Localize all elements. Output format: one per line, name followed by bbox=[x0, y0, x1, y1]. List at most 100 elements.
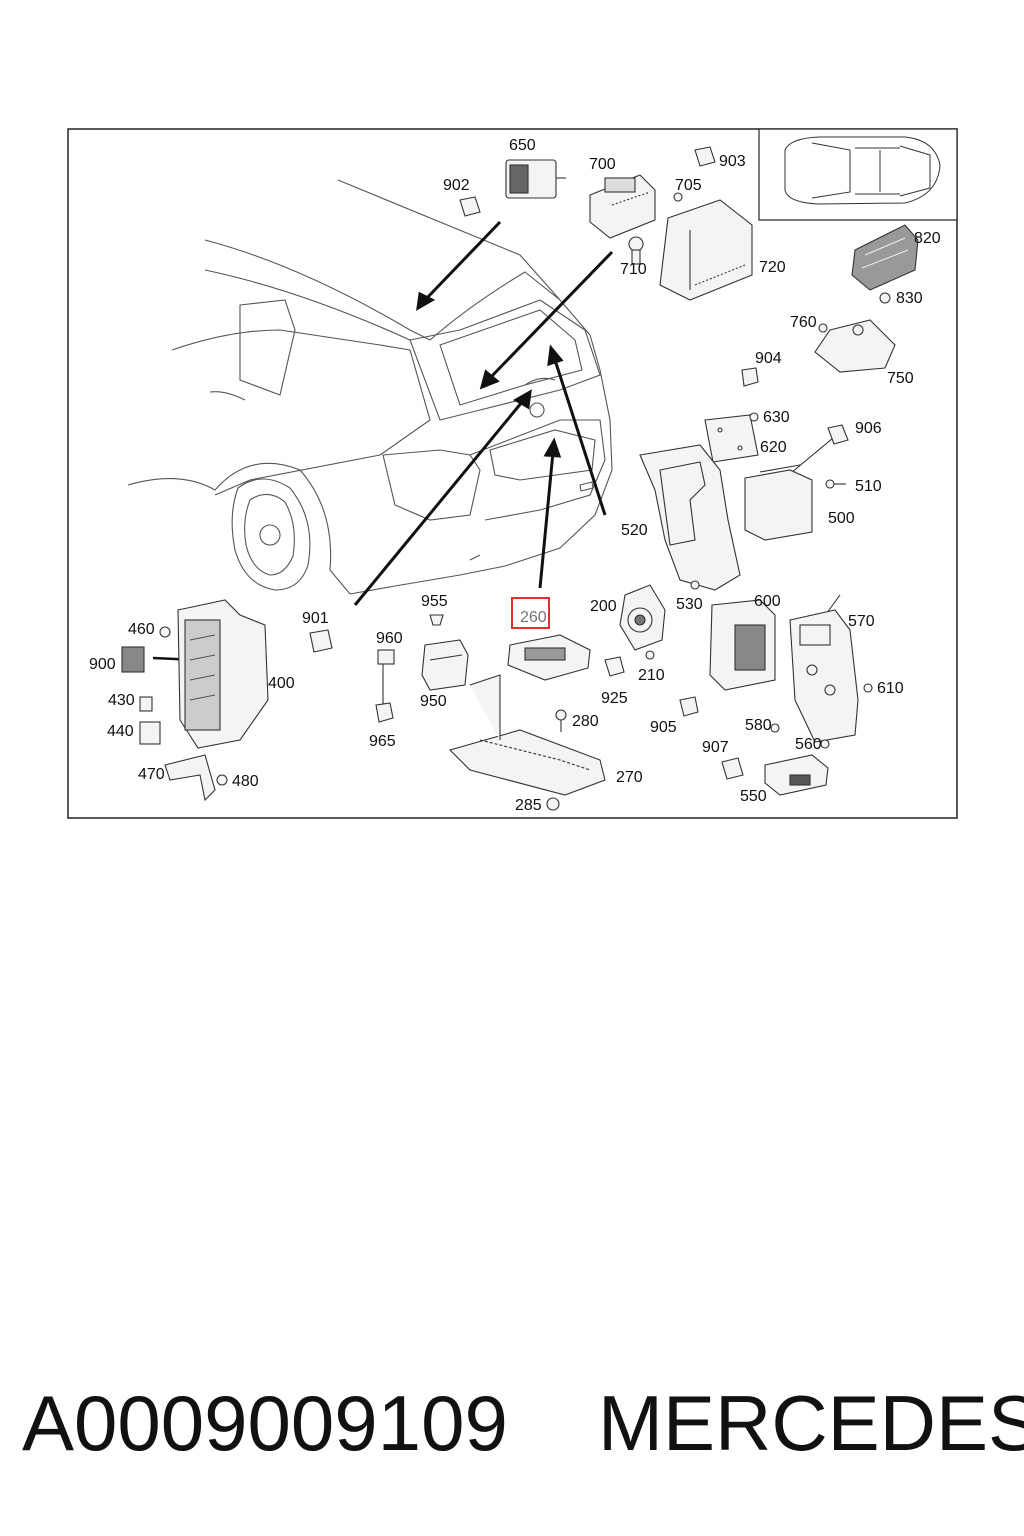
tag-907-icon bbox=[721, 757, 744, 780]
label-520: 520 bbox=[621, 522, 648, 539]
unit-260-icon bbox=[507, 634, 591, 681]
label-650: 650 bbox=[509, 137, 536, 154]
label-530: 530 bbox=[676, 596, 703, 613]
label-900: 900 bbox=[89, 656, 116, 673]
nut-760-icon bbox=[818, 323, 828, 333]
inset-frame bbox=[758, 128, 958, 221]
label-270: 270 bbox=[616, 769, 643, 786]
nut-530-icon bbox=[690, 580, 700, 590]
label-903: 903 bbox=[719, 153, 746, 170]
fuse-box-950-icon bbox=[421, 639, 469, 691]
label-470: 470 bbox=[138, 766, 165, 783]
speaker-200-icon bbox=[619, 584, 666, 651]
highlight-box-260 bbox=[511, 597, 550, 629]
unit-500-icon bbox=[744, 464, 813, 541]
label-907: 907 bbox=[702, 739, 729, 756]
label-906: 906 bbox=[855, 420, 882, 437]
tag-902-icon bbox=[459, 196, 481, 217]
connector-440-icon bbox=[139, 721, 161, 745]
pointer-arrows bbox=[152, 220, 614, 669]
board-620-icon bbox=[704, 414, 759, 463]
label-510: 510 bbox=[855, 478, 882, 495]
tag-906-icon bbox=[827, 424, 849, 445]
part-labels: 650 700 903 902 705 710 720 820 830 760 … bbox=[89, 137, 941, 814]
label-210: 210 bbox=[638, 667, 665, 684]
label-610: 610 bbox=[877, 680, 904, 697]
nut-480-icon bbox=[216, 774, 228, 786]
cover-720-icon bbox=[659, 199, 753, 301]
nut-210-icon bbox=[645, 650, 655, 660]
bracket-470-icon bbox=[164, 754, 216, 802]
label-600: 600 bbox=[754, 593, 781, 610]
sensor-750-icon bbox=[814, 319, 896, 373]
relay-650-icon bbox=[505, 159, 566, 199]
tag-903-icon bbox=[694, 146, 716, 167]
screw-580-icon bbox=[770, 723, 780, 733]
label-710: 710 bbox=[620, 261, 647, 278]
bracket-520-icon bbox=[639, 444, 741, 591]
label-260: 260 bbox=[520, 609, 547, 626]
label-550: 550 bbox=[740, 788, 767, 805]
label-925: 925 bbox=[601, 690, 628, 707]
label-901: 901 bbox=[302, 610, 329, 627]
label-904: 904 bbox=[755, 350, 782, 367]
component-sketches bbox=[121, 146, 919, 811]
label-965: 965 bbox=[369, 733, 396, 750]
label-285: 285 bbox=[515, 797, 542, 814]
fuse-relay-box-400-icon bbox=[177, 599, 269, 749]
label-620: 620 bbox=[760, 439, 787, 456]
label-830: 830 bbox=[896, 290, 923, 307]
module-550-icon bbox=[764, 754, 829, 796]
screw-280-icon bbox=[555, 709, 567, 732]
label-700: 700 bbox=[589, 156, 616, 173]
unit-820-icon bbox=[851, 224, 919, 291]
label-950: 950 bbox=[420, 693, 447, 710]
module-600-icon bbox=[709, 599, 776, 691]
nut-460-icon bbox=[159, 626, 171, 638]
part-number: A0009009109 bbox=[22, 1379, 508, 1467]
clip-285-icon bbox=[546, 797, 560, 811]
label-580: 580 bbox=[745, 717, 772, 734]
label-750: 750 bbox=[887, 370, 914, 387]
label-960: 960 bbox=[376, 630, 403, 647]
label-200: 200 bbox=[590, 598, 617, 615]
label-570: 570 bbox=[848, 613, 875, 630]
diagram-frame bbox=[67, 128, 958, 819]
tray-270-icon bbox=[448, 674, 606, 796]
tag-904-icon bbox=[741, 367, 759, 387]
fuse-955-icon bbox=[429, 614, 444, 626]
screw-510-icon bbox=[825, 479, 846, 489]
label-280: 280 bbox=[572, 713, 599, 730]
connector-900-icon bbox=[121, 646, 145, 673]
module-700-icon bbox=[589, 174, 656, 239]
label-480: 480 bbox=[232, 773, 259, 790]
bracket-570-icon bbox=[789, 609, 859, 743]
label-955: 955 bbox=[421, 593, 448, 610]
tag-925-icon bbox=[604, 656, 625, 677]
label-705: 705 bbox=[675, 177, 702, 194]
label-820: 820 bbox=[914, 230, 941, 247]
vehicle-outline bbox=[127, 179, 613, 595]
tag-901-icon bbox=[309, 629, 333, 653]
label-440: 440 bbox=[107, 723, 134, 740]
label-905: 905 bbox=[650, 719, 677, 736]
label-500: 500 bbox=[828, 510, 855, 527]
screw-630-icon bbox=[749, 412, 759, 422]
label-760: 760 bbox=[790, 314, 817, 331]
brand-name: MERCEDES bbox=[598, 1379, 1024, 1467]
label-430: 430 bbox=[108, 692, 135, 709]
label-460: 460 bbox=[128, 621, 155, 638]
label-902: 902 bbox=[443, 177, 470, 194]
label-400: 400 bbox=[268, 675, 295, 692]
tag-905-icon bbox=[679, 696, 699, 717]
inset-car-icon bbox=[784, 136, 941, 205]
bolt-710-icon bbox=[628, 236, 644, 265]
nut-830-icon bbox=[879, 292, 891, 304]
tag-965-icon bbox=[375, 702, 394, 723]
relay-960-icon bbox=[377, 649, 395, 665]
label-720: 720 bbox=[759, 259, 786, 276]
footer-caption: A0009009109 MERCEDES bbox=[20, 1378, 1024, 1467]
nut-560-icon bbox=[820, 739, 830, 749]
label-630: 630 bbox=[763, 409, 790, 426]
